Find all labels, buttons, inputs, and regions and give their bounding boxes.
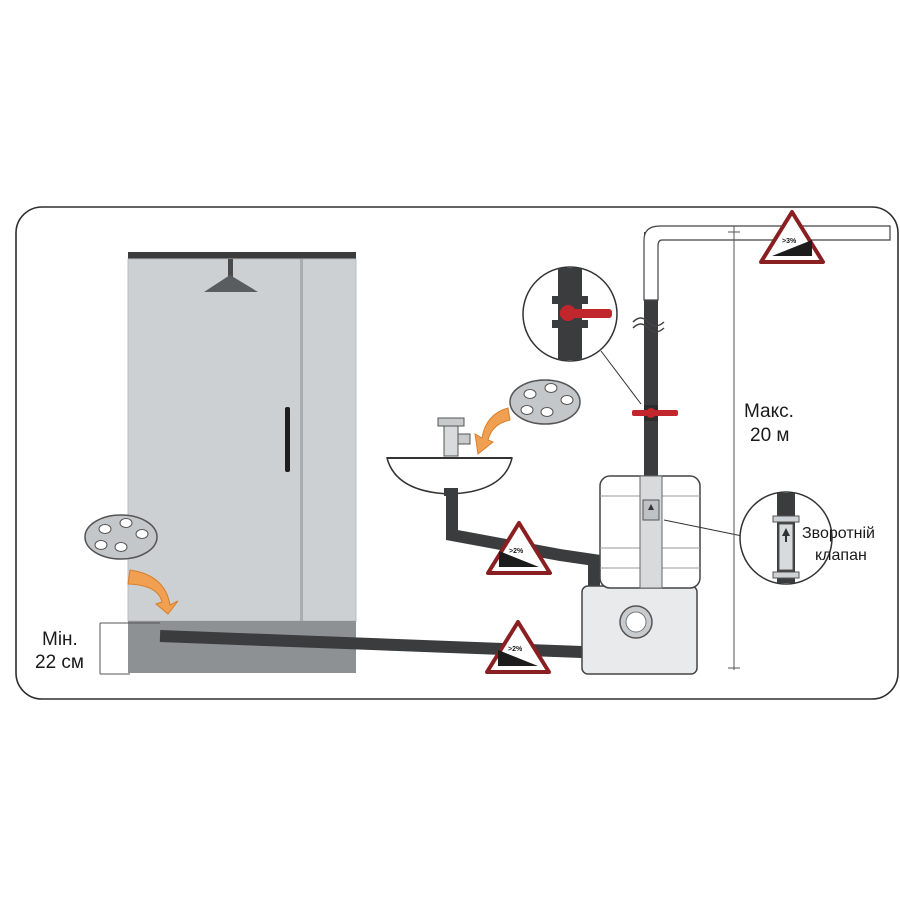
- min-height-label-line1: Мін.: [42, 629, 78, 650]
- min-height-dimension: [99, 622, 160, 675]
- warning-triangle-icon-sink: >2%: [486, 521, 552, 575]
- wash-basin: [386, 457, 513, 496]
- check-valve-zoom: [739, 491, 833, 585]
- check-valve-icon: [782, 528, 790, 542]
- drain-grate-icon-sink: [509, 379, 581, 425]
- warning-triangle-icon-shower: >2%: [485, 620, 551, 674]
- max-height-label-line1: Макс.: [744, 401, 794, 422]
- min-height-label-line2: 22 см: [35, 652, 84, 673]
- discharge-pipe-top: [643, 225, 891, 301]
- shower-cabin: [84, 252, 357, 673]
- drain-grate-icon: [84, 514, 158, 560]
- ball-valve-zoom: [522, 266, 642, 405]
- faucet-icon: [437, 417, 471, 457]
- slope-top-value: >3%: [782, 238, 797, 245]
- pipe-break-mark: [632, 317, 665, 327]
- slope-sink-value: >2%: [509, 548, 524, 555]
- max-height-label-line2: 20 м: [750, 425, 789, 446]
- shower-door-handle: [285, 407, 290, 472]
- pump-unit: [581, 475, 753, 675]
- max-height-dimension: [728, 226, 740, 670]
- slope-shower-value: >2%: [508, 646, 523, 653]
- check-valve-label-line2: клапан: [815, 547, 867, 564]
- warning-triangle-icon-top: >3%: [759, 210, 825, 264]
- shower-head-icon: [204, 259, 258, 292]
- ball-valve-icon: [632, 405, 678, 421]
- curved-arrow-icon-sink: [474, 407, 511, 455]
- check-valve-label-line1: Зворотній: [802, 525, 875, 542]
- curved-arrow-icon: [127, 569, 179, 615]
